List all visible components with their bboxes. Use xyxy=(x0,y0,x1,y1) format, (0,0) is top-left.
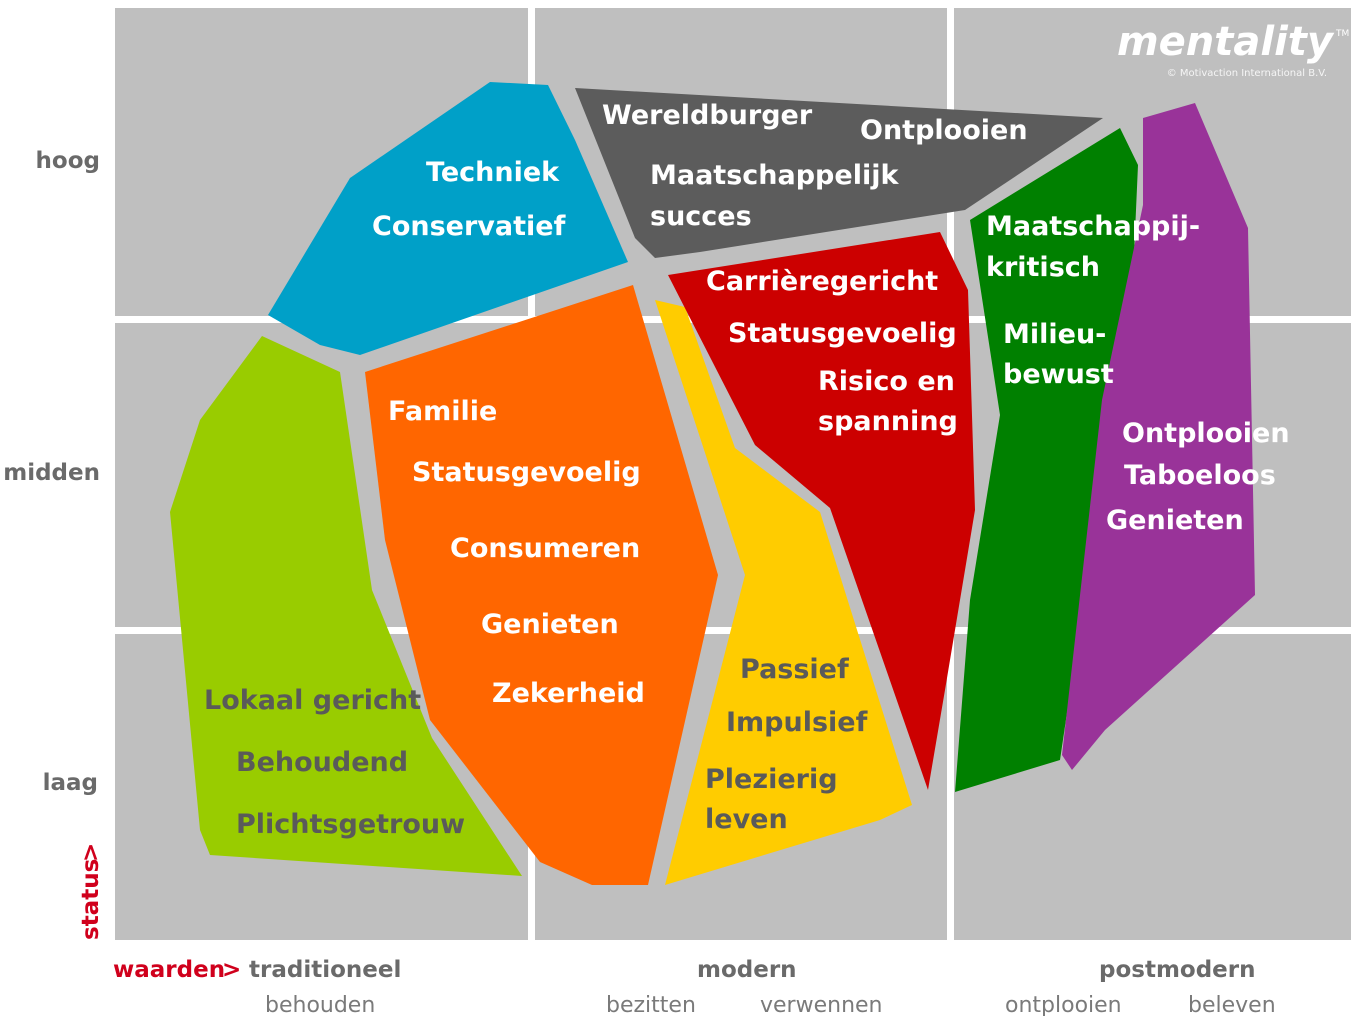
segment-grey-label-4: succes xyxy=(650,201,752,232)
segment-lightgreen-label-2: Behoudend xyxy=(236,747,408,778)
segment-yellow-label-4: leven xyxy=(705,804,788,835)
segment-lightgreen-shape[interactable] xyxy=(170,336,522,876)
segment-grey-label-3: Maatschappelijk xyxy=(650,160,899,191)
segment-darkgreen-label-3: Milieu- xyxy=(1003,319,1106,350)
values-axis-label: waarden xyxy=(113,957,225,983)
status-level-hoog: hoog xyxy=(36,148,100,174)
segment-lightgreen-label-3: Plichtsgetrouw xyxy=(236,809,465,840)
segment-orange-label-5: Zekerheid xyxy=(492,678,645,709)
values-axis: waarden > traditioneel behouden modern b… xyxy=(113,957,1276,1016)
segment-orange-label-3: Consumeren xyxy=(450,533,640,564)
segment-orange-label-4: Genieten xyxy=(481,609,619,640)
values-sub-verwennen: verwennen xyxy=(760,993,883,1016)
segment-yellow-label-2: Impulsief xyxy=(726,707,868,738)
logo-copyright: © Motivaction International B.V. xyxy=(1167,68,1327,79)
segment-darkgreen-shape[interactable] xyxy=(955,128,1138,792)
segment-darkgreen-label-2: kritisch xyxy=(986,252,1100,283)
values-axis-arrow: > xyxy=(222,957,241,983)
logo-text: mentality xyxy=(1117,19,1335,65)
status-level-midden: midden xyxy=(3,460,100,486)
segment-grey-shape[interactable] xyxy=(575,88,1103,258)
segment-purple-label-1: Ontplooien xyxy=(1122,418,1290,449)
segment-red-label-4: spanning xyxy=(818,406,958,437)
values-sub-ontplooien: ontplooien xyxy=(1005,993,1122,1016)
segment-darkgreen-label-1: Maatschappij- xyxy=(986,211,1200,242)
segment-red-label-1: Carrièregericht xyxy=(706,266,938,297)
segment-labels: Techniek Conservatief Wereldburger Ontpl… xyxy=(204,100,1290,840)
values-group-modern: modern xyxy=(697,957,797,983)
values-group-traditioneel: traditioneel xyxy=(249,957,401,983)
segment-red-label-3: Risico en xyxy=(818,366,955,397)
segment-shapes xyxy=(170,82,1255,885)
segment-yellow-shape[interactable] xyxy=(655,300,912,885)
segment-purple-label-3: Genieten xyxy=(1106,505,1244,536)
status-level-laag: laag xyxy=(43,770,98,796)
logo-trademark: TM xyxy=(1335,29,1349,39)
mentality-logo: mentality TM © Motivaction International… xyxy=(1117,19,1349,79)
segment-purple-label-2: Taboeloos xyxy=(1124,460,1276,491)
segment-red-shape[interactable] xyxy=(668,232,975,790)
segment-yellow-label-3: Plezierig xyxy=(705,764,838,795)
segment-red-label-2: Statusgevoelig xyxy=(728,318,957,349)
segment-orange-label-2: Statusgevoelig xyxy=(412,457,641,488)
values-sub-bezitten: bezitten xyxy=(606,993,696,1016)
segment-blue-shape[interactable] xyxy=(268,82,628,355)
segment-darkgreen-label-4: bewust xyxy=(1003,359,1114,390)
segment-orange-label-1: Familie xyxy=(388,396,497,427)
values-group-postmodern: postmodern xyxy=(1099,957,1256,983)
status-axis: hoog midden laag status > xyxy=(3,148,104,940)
segment-blue-label-2: Conservatief xyxy=(372,211,566,242)
status-axis-label: status xyxy=(78,859,104,940)
segment-yellow-label-1: Passief xyxy=(740,654,849,685)
status-axis-arrow: > xyxy=(78,843,104,862)
segment-purple-shape[interactable] xyxy=(1062,103,1255,770)
segment-blue-label-1: Techniek xyxy=(426,157,560,188)
segment-grey-label-1: Wereldburger xyxy=(602,100,813,131)
segment-grey-label-2: Ontplooien xyxy=(860,115,1028,146)
segment-orange-shape[interactable] xyxy=(365,285,718,885)
values-sub-beleven: beleven xyxy=(1188,993,1276,1016)
segment-lightgreen-label-1: Lokaal gericht xyxy=(204,685,421,716)
values-sub-behouden: behouden xyxy=(265,993,375,1016)
